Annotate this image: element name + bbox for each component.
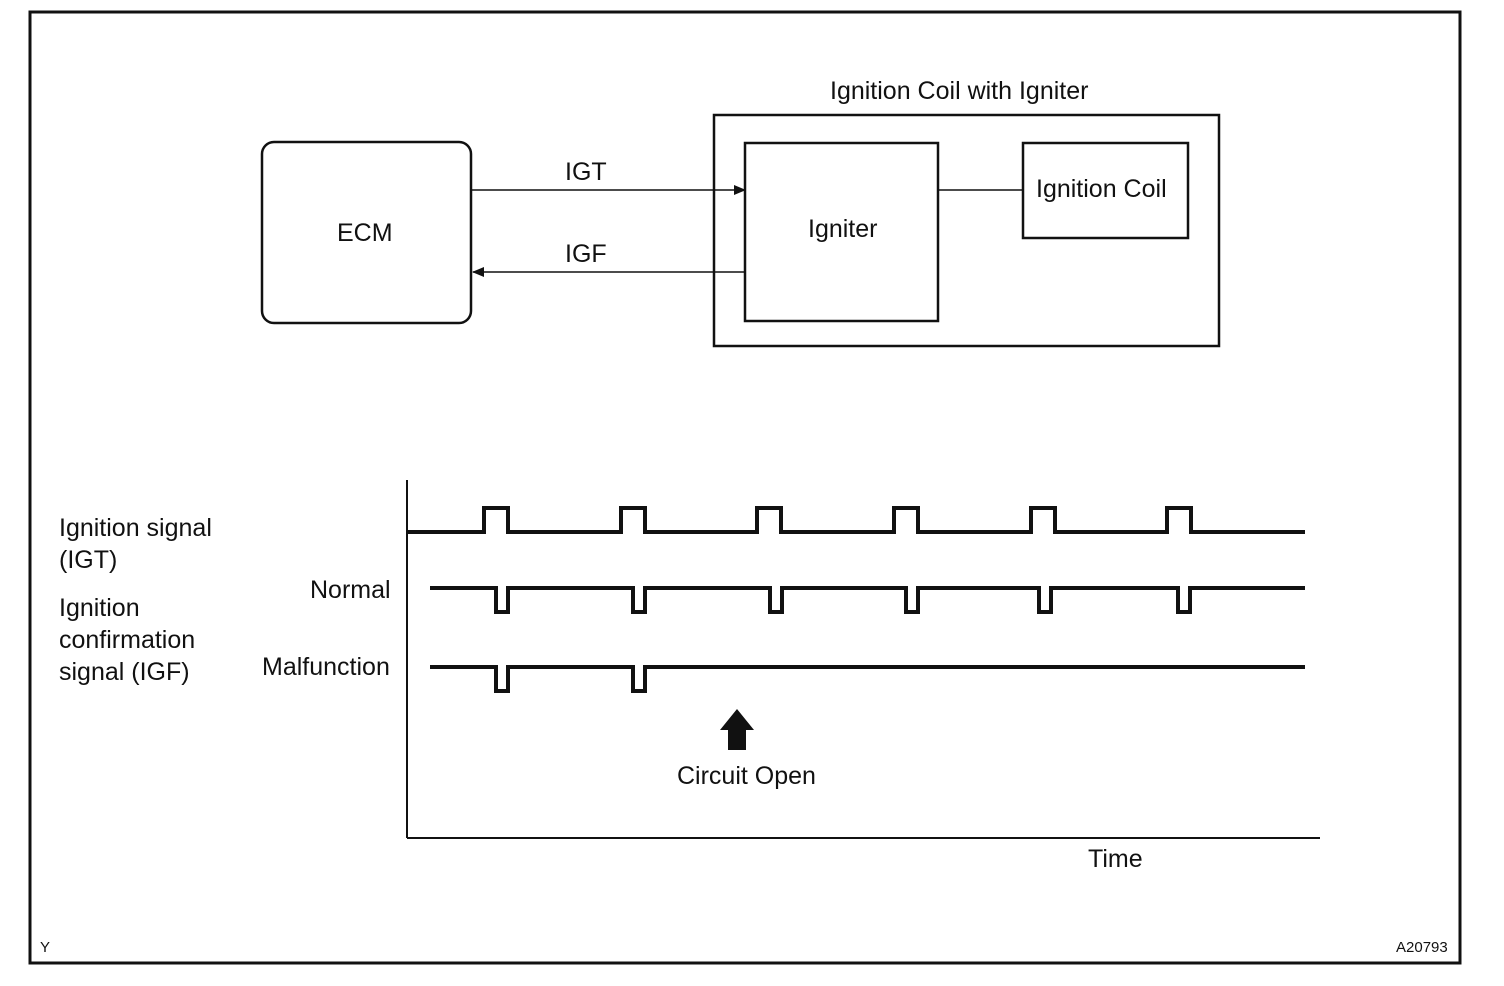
time-axis-label: Time <box>1088 845 1143 873</box>
igf-normal-waveform <box>430 586 1305 614</box>
igf-row-label: Ignition confirmation signal (IGF) <box>59 594 196 686</box>
malfunction-label: Malfunction <box>262 653 390 681</box>
igniter-box <box>743 141 940 323</box>
igf-signal-label: IGF <box>565 240 607 268</box>
ecm-label: ECM <box>337 219 393 247</box>
igt-row-label: Ignition signal (IGT) <box>59 514 212 574</box>
igt-waveform <box>407 506 1305 534</box>
ignition-coil-label: Ignition Coil <box>1036 175 1167 203</box>
circuit-open-label: Circuit Open <box>677 762 816 790</box>
circuit-open-arrow <box>720 709 754 750</box>
normal-label: Normal <box>310 576 391 604</box>
figure-frame <box>28 10 1462 965</box>
corner-code-left: Y <box>40 939 51 956</box>
ecm-box <box>260 140 473 325</box>
ignition-coil-with-igniter-box <box>712 113 1221 348</box>
igt-signal-label: IGT <box>565 158 607 186</box>
assembly-title: Ignition Coil with Igniter <box>830 77 1089 105</box>
igniter-label: Igniter <box>808 215 878 243</box>
igf-malfunction-waveform <box>430 665 1305 693</box>
figure-id: A20793 <box>1396 939 1448 956</box>
